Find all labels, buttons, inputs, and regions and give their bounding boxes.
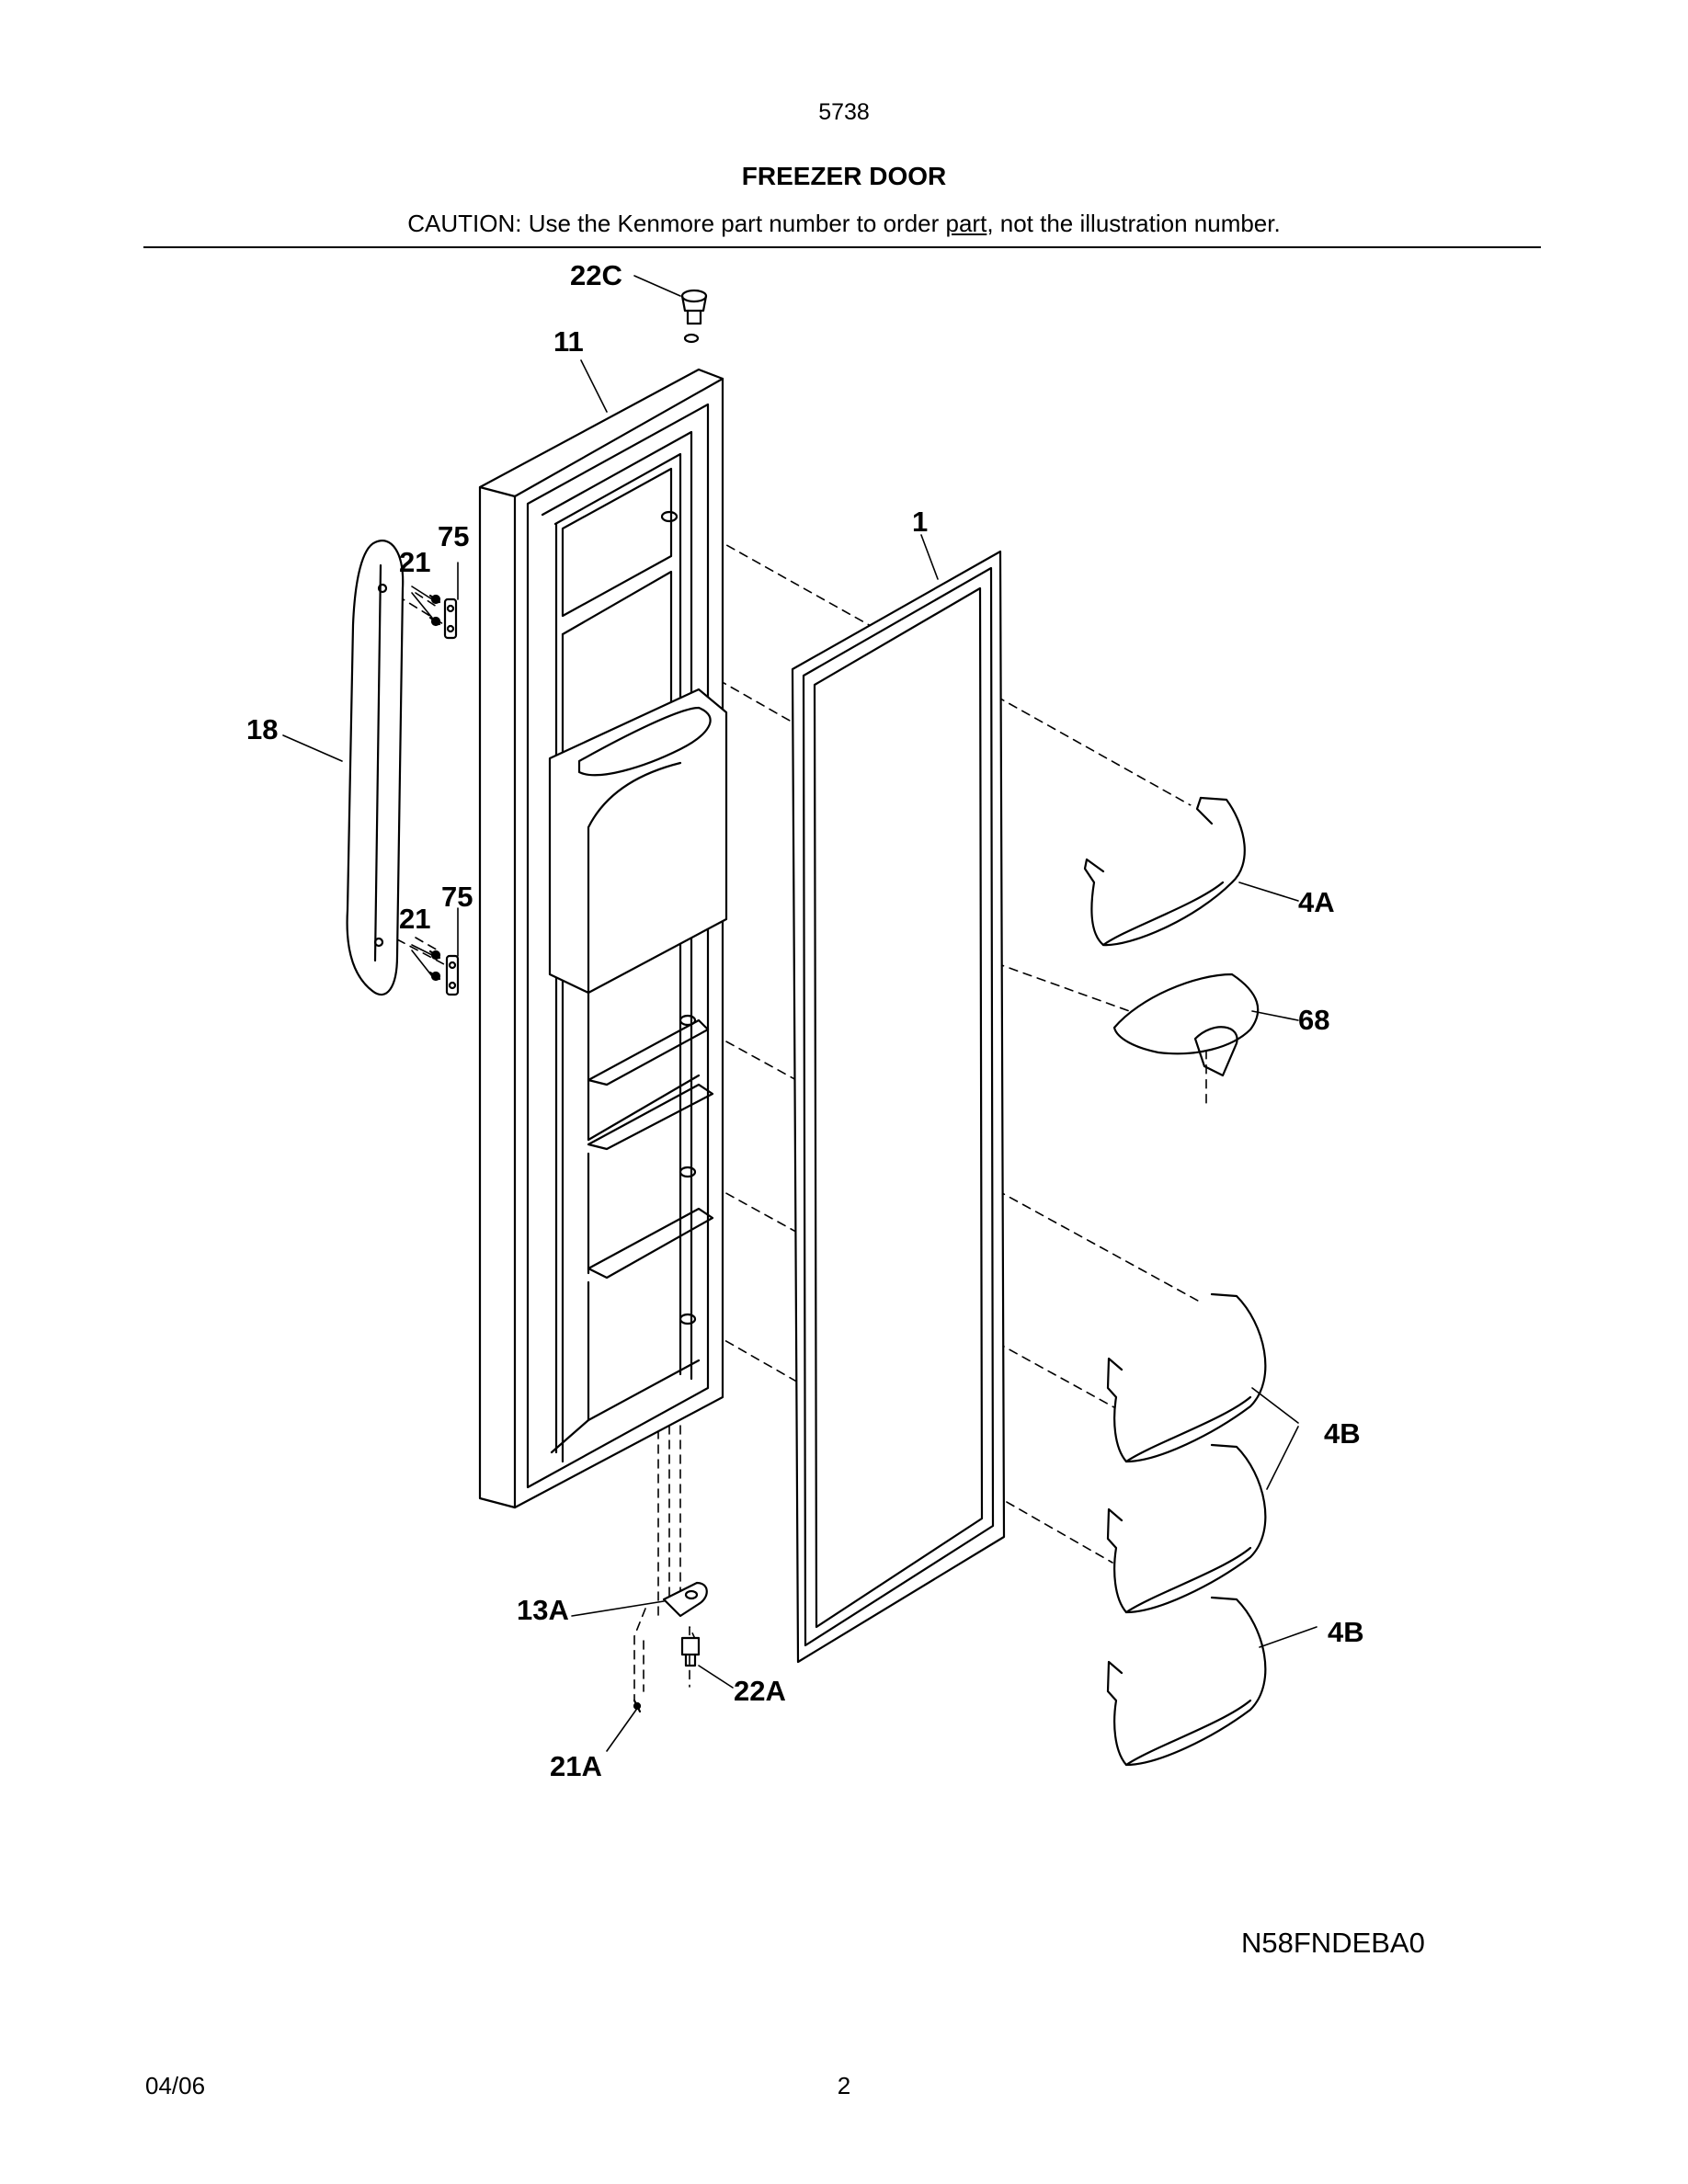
callout-22a: 22A [734, 1675, 786, 1707]
door-handle [346, 540, 405, 996]
callout-75-lower: 75 [441, 881, 473, 913]
ice-chute-68 [1112, 973, 1260, 1077]
callout-21-upper: 21 [399, 546, 430, 578]
callout-4a: 4A [1298, 886, 1335, 918]
callout-21a: 21A [550, 1750, 602, 1782]
caution-part-word: part [945, 210, 987, 237]
caution-suffix: , not the illustration number. [987, 210, 1281, 237]
callout-18: 18 [246, 713, 278, 745]
header-rule [143, 246, 1541, 248]
callout-22c: 22C [570, 259, 622, 291]
page-title: FREEZER DOOR [741, 162, 947, 190]
model-number: 5738 [818, 99, 870, 125]
callout-68: 68 [1298, 1004, 1329, 1036]
door-bin-4b-lower [1106, 1596, 1267, 1767]
callout-leaders [282, 275, 1317, 1752]
caution-prefix: CAUTION: Use the Kenmore part number to … [407, 210, 946, 237]
page-number: 2 [837, 2072, 851, 2099]
door-liner [548, 467, 728, 1463]
caution-note: CAUTION: Use the Kenmore part number to … [0, 210, 1688, 238]
footer-date: 04/06 [145, 2072, 206, 2099]
door-bin-4b-upper [1106, 1292, 1267, 1463]
top-hinge-pin [680, 289, 708, 325]
callout-4b-pair: 4B [1324, 1417, 1361, 1450]
door-gasket [791, 550, 1006, 1664]
handle-fasteners [428, 594, 460, 996]
callout-75-upper: 75 [438, 520, 469, 552]
callout-13a: 13A [517, 1594, 569, 1626]
callout-11: 11 [553, 325, 584, 358]
drawing-code: N58FNDEBA0 [1241, 1927, 1425, 1959]
callout-1: 1 [912, 506, 928, 538]
door-bin-4b-middle [1106, 1443, 1267, 1614]
callout-21-lower: 21 [399, 903, 430, 935]
door-bin-4a [1083, 796, 1246, 947]
callout-4b-single: 4B [1328, 1616, 1364, 1648]
bottom-hinge-parts [633, 1581, 708, 1713]
